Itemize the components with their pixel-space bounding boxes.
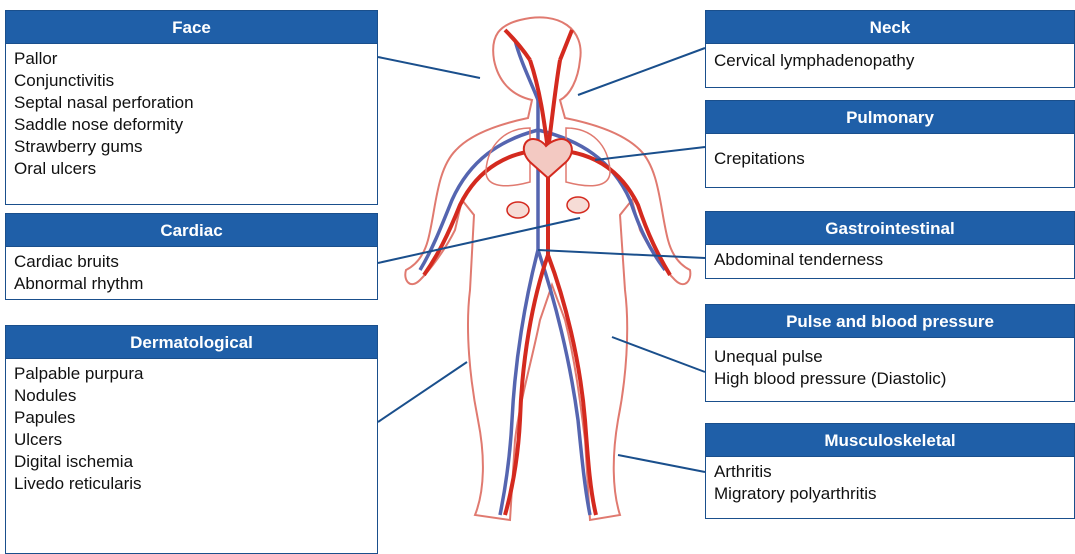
list-item: Conjunctivitis bbox=[14, 70, 369, 92]
neck-items: Cervical lymphadenopathy bbox=[705, 44, 1075, 88]
list-item: Cervical lymphadenopathy bbox=[714, 50, 1066, 72]
dermatological-connector bbox=[378, 362, 467, 422]
face-panel: Face Pallor Conjunctivitis Septal nasal … bbox=[5, 10, 378, 205]
dermatological-header: Dermatological bbox=[5, 325, 378, 359]
list-item: Arthritis bbox=[714, 461, 1066, 483]
face-items: Pallor Conjunctivitis Septal nasal perfo… bbox=[5, 44, 378, 205]
list-item: Crepitations bbox=[714, 148, 1066, 170]
list-item: Saddle nose deformity bbox=[14, 114, 369, 136]
list-item: Abnormal rhythm bbox=[14, 273, 369, 295]
pulse-items: Unequal pulse High blood pressure (Diast… bbox=[705, 338, 1075, 402]
list-item: Oral ulcers bbox=[14, 158, 369, 180]
list-item: High blood pressure (Diastolic) bbox=[714, 368, 1066, 390]
list-item: Unequal pulse bbox=[714, 346, 1066, 368]
list-item: Strawberry gums bbox=[14, 136, 369, 158]
list-item: Abdominal tenderness bbox=[714, 249, 1066, 271]
cardiac-header: Cardiac bbox=[5, 213, 378, 247]
pulmonary-header: Pulmonary bbox=[705, 100, 1075, 134]
musculoskeletal-header: Musculoskeletal bbox=[705, 423, 1075, 457]
list-item: Cardiac bruits bbox=[14, 251, 369, 273]
pulmonary-panel: Pulmonary Crepitations bbox=[705, 100, 1075, 188]
gastrointestinal-panel: Gastrointestinal Abdominal tenderness bbox=[705, 211, 1075, 279]
list-item: Nodules bbox=[14, 385, 369, 407]
list-item: Pallor bbox=[14, 48, 369, 70]
gastrointestinal-header: Gastrointestinal bbox=[705, 211, 1075, 245]
body-outline bbox=[405, 17, 690, 520]
pulmonary-items: Crepitations bbox=[705, 134, 1075, 188]
list-item: Septal nasal perforation bbox=[14, 92, 369, 114]
list-item: Ulcers bbox=[14, 429, 369, 451]
musculoskeletal-items: Arthritis Migratory polyarthritis bbox=[705, 457, 1075, 519]
musculoskeletal-panel: Musculoskeletal Arthritis Migratory poly… bbox=[705, 423, 1075, 519]
pulmonary-connector bbox=[595, 147, 705, 160]
musculoskeletal-connector bbox=[618, 455, 705, 472]
pulse-panel: Pulse and blood pressure Unequal pulse H… bbox=[705, 304, 1075, 402]
neck-panel: Neck Cervical lymphadenopathy bbox=[705, 10, 1075, 88]
list-item: Palpable purpura bbox=[14, 363, 369, 385]
list-item: Papules bbox=[14, 407, 369, 429]
list-item: Livedo reticularis bbox=[14, 473, 369, 495]
cardiac-items: Cardiac bruits Abnormal rhythm bbox=[5, 247, 378, 300]
face-connector bbox=[378, 57, 480, 78]
heart bbox=[524, 139, 572, 178]
dermatological-items: Palpable purpura Nodules Papules Ulcers … bbox=[5, 359, 378, 554]
neck-connector bbox=[578, 48, 705, 95]
neck-header: Neck bbox=[705, 10, 1075, 44]
cardiac-panel: Cardiac Cardiac bruits Abnormal rhythm bbox=[5, 213, 378, 300]
list-item: Migratory polyarthritis bbox=[714, 483, 1066, 505]
list-item: Digital ischemia bbox=[14, 451, 369, 473]
face-header: Face bbox=[5, 10, 378, 44]
dermatological-panel: Dermatological Palpable purpura Nodules … bbox=[5, 325, 378, 554]
pulse-header: Pulse and blood pressure bbox=[705, 304, 1075, 338]
gastrointestinal-items: Abdominal tenderness bbox=[705, 245, 1075, 279]
